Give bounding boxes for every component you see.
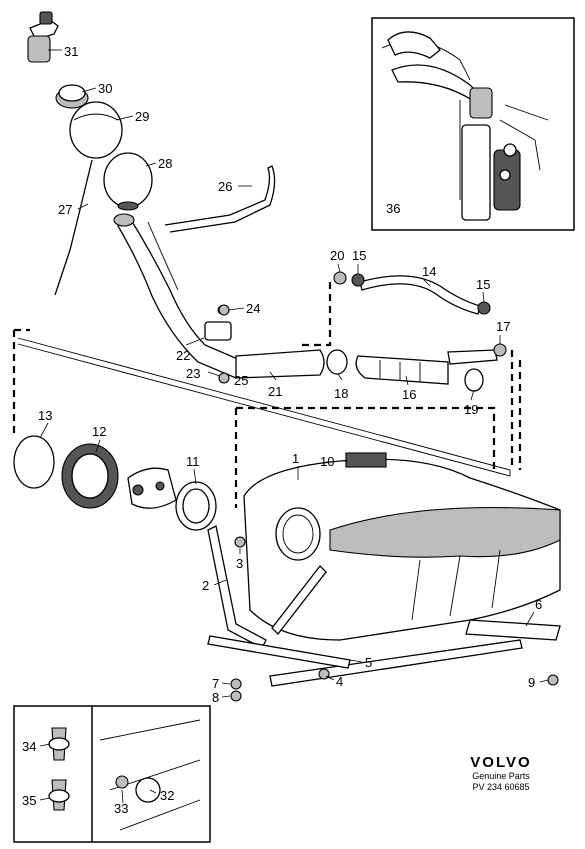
callout-17: 17	[496, 319, 510, 334]
callout-13: 13	[38, 408, 52, 423]
callout-9: 9	[528, 675, 535, 690]
callout-30: 30	[98, 81, 112, 96]
nut-25	[218, 372, 230, 384]
callout-15a: 15	[352, 248, 366, 263]
callout-12: 12	[92, 424, 106, 439]
screw-24	[218, 304, 230, 316]
callout-6: 6	[535, 597, 542, 612]
callout-4: 4	[336, 674, 343, 689]
volvo-brand-block: VOLVO Genuine Parts PV 234 60685	[436, 754, 566, 793]
hose-14	[359, 275, 481, 315]
callout-16: 16	[402, 387, 416, 402]
assembly-guide-lines	[12, 282, 522, 508]
bolt-9	[547, 674, 559, 686]
inset-clips	[13, 705, 211, 843]
callout-28: 28	[158, 156, 172, 171]
diagram-number: PV 234 60685	[472, 782, 530, 792]
lock-ring-12	[61, 443, 119, 509]
callout-34: 34	[22, 739, 36, 754]
callout-14: 14	[422, 264, 436, 279]
callout-24: 24	[246, 301, 260, 316]
callout-27: 27	[58, 202, 72, 217]
connection-hose-16	[355, 349, 498, 385]
callout-19: 19	[464, 402, 478, 417]
filler-pipe-22	[113, 213, 325, 379]
callout-7: 7	[212, 676, 219, 691]
brand-subtitle: Genuine Parts	[472, 771, 530, 781]
bolt-3	[234, 536, 246, 548]
bolt-17	[493, 343, 507, 357]
seal-29	[69, 101, 123, 159]
callout-26: 26	[218, 179, 232, 194]
callout-20: 20	[330, 248, 344, 263]
clamp-19	[464, 368, 484, 392]
nut-8	[230, 690, 242, 702]
callout-25: 25	[234, 373, 248, 388]
callout-labels: 1 2 3 4 5 6 7 8 9 10 11 12 13 14 15 15 1…	[22, 44, 542, 816]
callout-1: 1	[292, 451, 299, 466]
bolt-20	[333, 271, 347, 285]
fuel-tank-1	[243, 452, 561, 641]
breather-pipe-26	[164, 165, 276, 233]
bolt-4	[318, 668, 330, 680]
callout-5: 5	[365, 655, 372, 670]
callout-15b: 15	[476, 277, 490, 292]
callout-3: 3	[236, 556, 243, 571]
callout-29: 29	[135, 109, 149, 124]
callout-23: 23	[186, 366, 200, 381]
callout-33: 33	[114, 801, 128, 816]
sender-unit	[127, 467, 177, 509]
callout-22: 22	[176, 348, 190, 363]
inset-fuel-pump	[371, 17, 575, 231]
callout-10: 10	[320, 454, 334, 469]
clamp-13	[13, 435, 55, 489]
seal-28	[103, 152, 153, 211]
tank-straps	[207, 525, 561, 687]
callout-18: 18	[334, 386, 348, 401]
callout-21: 21	[268, 384, 282, 399]
callout-35: 35	[22, 793, 36, 808]
volvo-logo: VOLVO	[470, 754, 532, 771]
leader-lines	[39, 49, 549, 804]
key-31	[27, 11, 59, 63]
callout-8: 8	[212, 690, 219, 705]
seal-ring-11	[175, 481, 217, 531]
callout-31: 31	[64, 44, 78, 59]
bolt-7	[230, 678, 242, 690]
callout-11: 11	[186, 454, 200, 469]
vent-hose-27	[54, 159, 93, 296]
callout-32: 32	[160, 788, 174, 803]
filler-cap-30	[55, 84, 89, 109]
alignment-line	[17, 337, 511, 477]
callout-36: 36	[386, 201, 400, 216]
callout-2: 2	[202, 578, 209, 593]
clamp-18	[326, 349, 348, 375]
